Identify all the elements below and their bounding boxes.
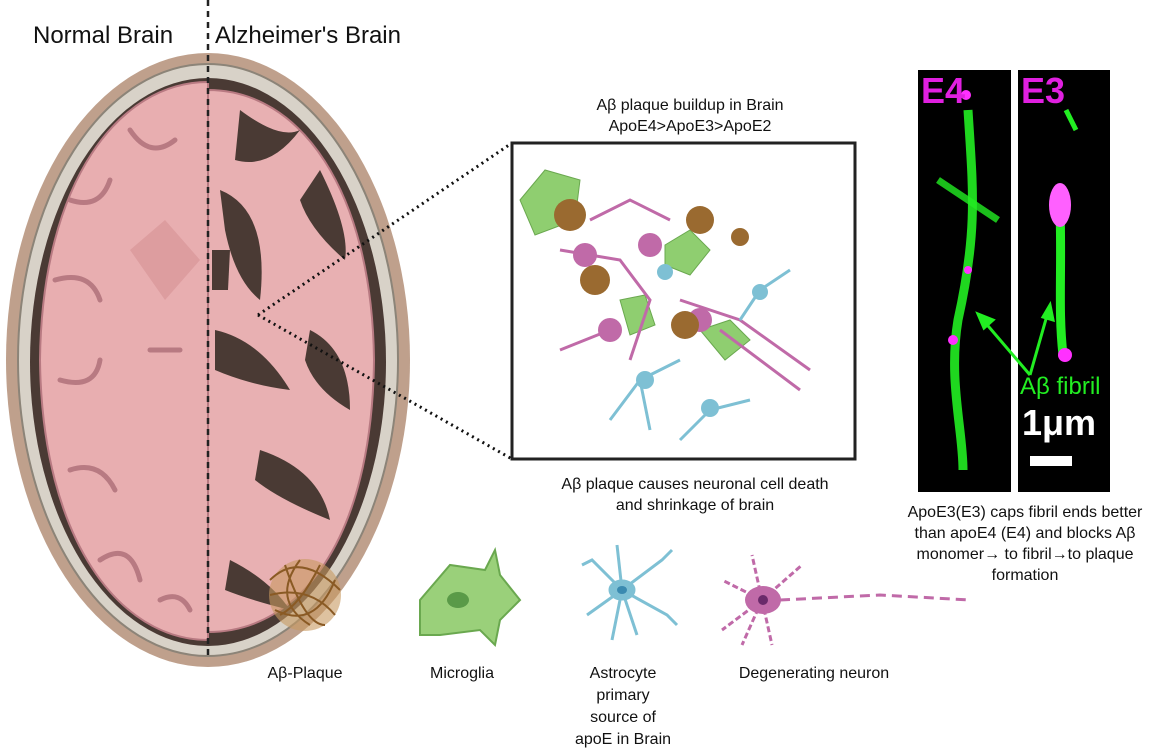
scale-label: 1μm bbox=[1022, 402, 1097, 443]
scale-bar bbox=[1030, 456, 1072, 466]
astrocyte-label-line: apoE in Brain bbox=[574, 731, 672, 748]
plaque-inset bbox=[510, 141, 857, 461]
caption-line: ApoE3(E3) caps fibril ends better bbox=[907, 504, 1143, 521]
inset-top-caption: Aβ plaque buildup in Brain ApoE4>ApoE3>A… bbox=[540, 95, 840, 137]
legend-neuron-label: Degenerating neuron bbox=[738, 665, 890, 682]
inset-top-line2: ApoE4>ApoE3>ApoE2 bbox=[608, 118, 772, 135]
caption-line: than apoE4 (E4) and blocks Aβ bbox=[914, 525, 1136, 542]
legend-microglia-label: Microglia bbox=[429, 665, 494, 682]
caption-line: formation bbox=[991, 567, 1059, 584]
fibril-label: Aβ fibril bbox=[1020, 373, 1101, 400]
legend-plaque-label: Aβ-Plaque bbox=[267, 665, 343, 682]
legend-astrocyte-label: Astrocyte primary source of apoE in Brai… bbox=[553, 663, 693, 751]
microscopy-caption: ApoE3(E3) caps fibril ends better than a… bbox=[875, 502, 1172, 586]
neuron-icon bbox=[721, 554, 971, 646]
plaque-icon bbox=[269, 559, 341, 631]
inset-top-line1: Aβ plaque buildup in Brain bbox=[596, 97, 784, 114]
caption-line: monomer→ to fibril→to plaque bbox=[916, 546, 1134, 563]
astrocyte-label-line: Astrocyte bbox=[589, 665, 657, 682]
alzheimers-brain-title: Alzheimer's Brain bbox=[215, 22, 401, 49]
e4-label: E4 bbox=[921, 70, 966, 111]
inset-bottom-line1: Aβ plaque causes neuronal cell death bbox=[561, 476, 829, 493]
brain-illustration bbox=[6, 53, 410, 667]
microglia-icon bbox=[419, 546, 522, 648]
inset-bottom-caption: Aβ plaque causes neuronal cell death and… bbox=[520, 474, 870, 516]
astrocyte-label-line: primary bbox=[596, 687, 650, 704]
zoom-lines bbox=[257, 141, 513, 461]
e3-label: E3 bbox=[1021, 70, 1066, 111]
microscopy-panel-e4: E4 bbox=[918, 70, 1011, 492]
microscopy-panel-e3: E3 bbox=[1018, 70, 1110, 492]
astrocyte-icon bbox=[581, 544, 679, 641]
inset-bottom-line2: and shrinkage of brain bbox=[615, 497, 775, 514]
astrocyte-label-line: source of bbox=[590, 709, 656, 726]
normal-brain-title: Normal Brain bbox=[33, 22, 174, 49]
